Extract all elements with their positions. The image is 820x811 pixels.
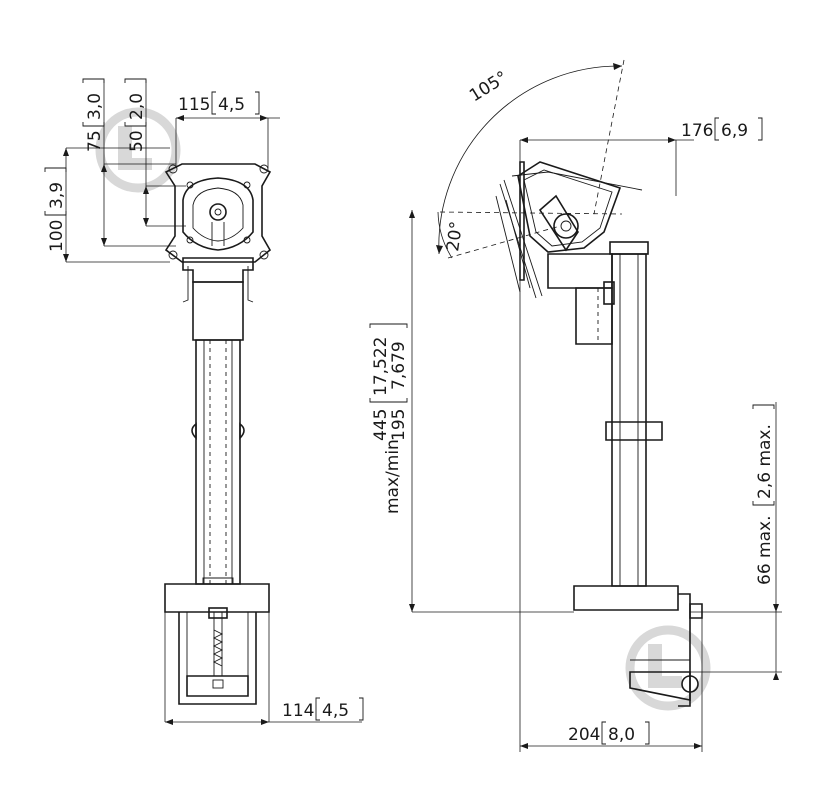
dim-height-group: max/min 445 195 17,522 7,679 — [369, 323, 409, 514]
dim-vesa-50-value: 50 — [127, 130, 147, 152]
dim-vesa-100-inch: 3,9 — [47, 182, 67, 209]
dim-height-max-inch: 17,522 — [371, 337, 391, 396]
dim-head-depth-inch: 6,9 — [721, 121, 748, 141]
dim-base-depth-value: 204 — [568, 725, 600, 745]
dim-head-depth-value: 176 — [681, 121, 713, 141]
dim-vesa-100-value: 100 — [47, 220, 67, 252]
dim-top-width-value: 115 — [178, 95, 210, 115]
dim-bottom-width-brackets — [315, 697, 364, 721]
dim-base-depth-inch: 8,0 — [608, 725, 635, 745]
front-dimensions — [63, 80, 362, 725]
dim-height-label: max/min — [383, 439, 403, 514]
dim-height-max-value: 445 — [371, 409, 391, 441]
angle-tilt-down-group: 20° — [443, 220, 467, 253]
angle-tilt-down: 20° — [443, 220, 467, 253]
dim-head-depth-brackets — [714, 117, 763, 141]
dim-vesa-75-inch: 3,0 — [85, 93, 105, 120]
dim-base-depth-brackets — [601, 721, 650, 745]
dim-vesa-75-value: 75 — [85, 130, 105, 152]
vesa-plate — [164, 163, 272, 263]
dim-vesa-50-inch: 2,0 — [127, 93, 147, 120]
dim-clamp-group: 66 max. 2,6 max. — [752, 404, 775, 585]
dim-vesa-100-group: 100 3,9 — [44, 167, 67, 252]
dim-clamp-value: 66 max. — [755, 516, 775, 585]
dim-top-width-inch: 4,5 — [218, 95, 245, 115]
front-view — [164, 163, 272, 705]
dim-bottom-width-value: 114 — [282, 701, 314, 721]
dim-height-min-value: 195 — [389, 409, 409, 441]
angle-tilt-up-group: 105° — [466, 68, 511, 107]
dim-top-width-brackets — [211, 91, 260, 115]
watermark-logo-bottom — [625, 625, 711, 711]
dim-height-min-inch: 7,679 — [389, 341, 409, 390]
side-view — [495, 161, 703, 707]
dim-vesa-75-group: 75 3,0 — [82, 78, 105, 152]
dim-vesa-50-group: 50 2,0 — [124, 78, 147, 152]
side-dimensions — [409, 59, 782, 752]
angle-tilt-up: 105° — [466, 68, 511, 107]
dim-bottom-width-inch: 4,5 — [322, 701, 349, 721]
dim-clamp-inch: 2,6 max. — [755, 424, 775, 499]
